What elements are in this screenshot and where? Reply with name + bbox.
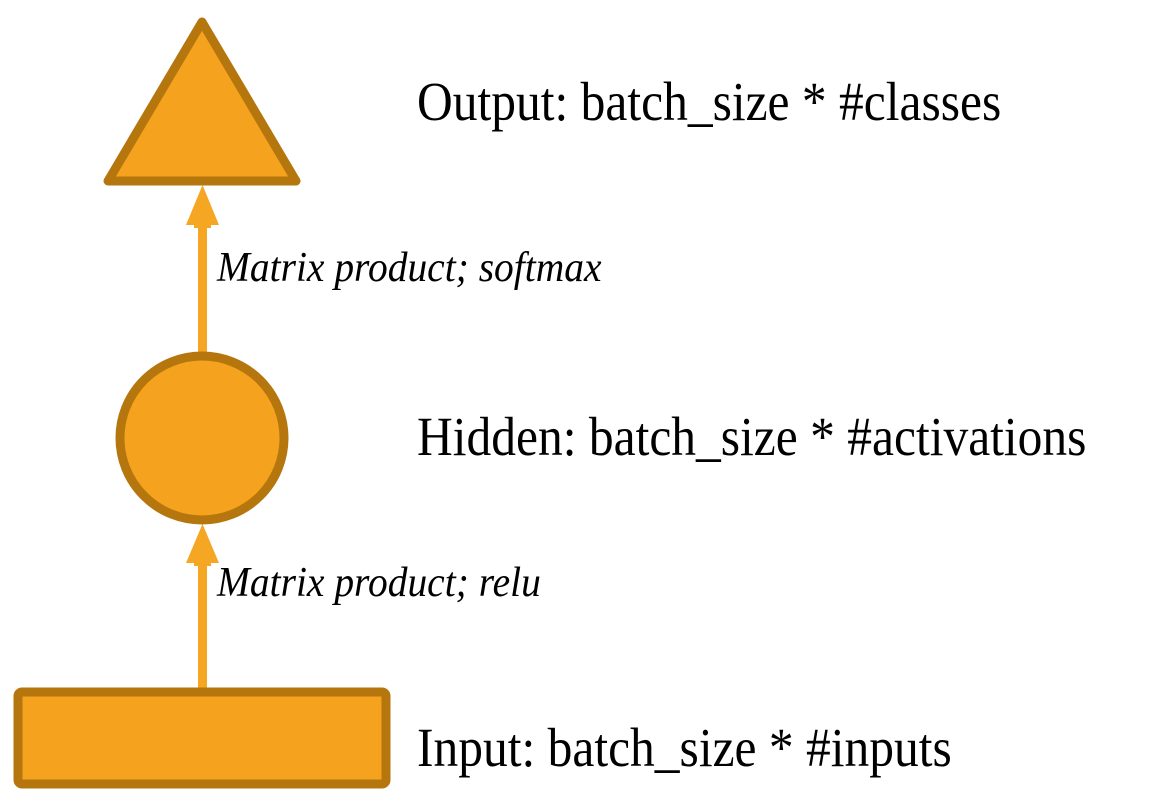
edge-hidden-to-output-label: Matrix product; softmax: [217, 245, 602, 291]
arrow-shaft-hidden-to-output: [198, 222, 207, 357]
arrow-shaft-input-to-hidden: [198, 560, 207, 692]
node-input-label: Input: batch_size * #inputs: [417, 717, 952, 778]
arrow-input-to-hidden: [186, 524, 219, 692]
node-output-triangle[interactable]: [103, 17, 301, 186]
node-hidden-label: Hidden: batch_size * #activations: [417, 406, 1087, 467]
arrow-hidden-to-output: [186, 185, 219, 357]
node-output-label: Output: batch_size * #classes: [417, 71, 1002, 132]
node-input-rectangle[interactable]: [13, 687, 391, 789]
node-hidden-circle[interactable]: [115, 351, 289, 525]
arrow-head-hidden-to-output: [186, 185, 219, 228]
edge-input-to-hidden-label: Matrix product; relu: [217, 560, 541, 606]
arrow-head-input-to-hidden: [186, 524, 219, 566]
